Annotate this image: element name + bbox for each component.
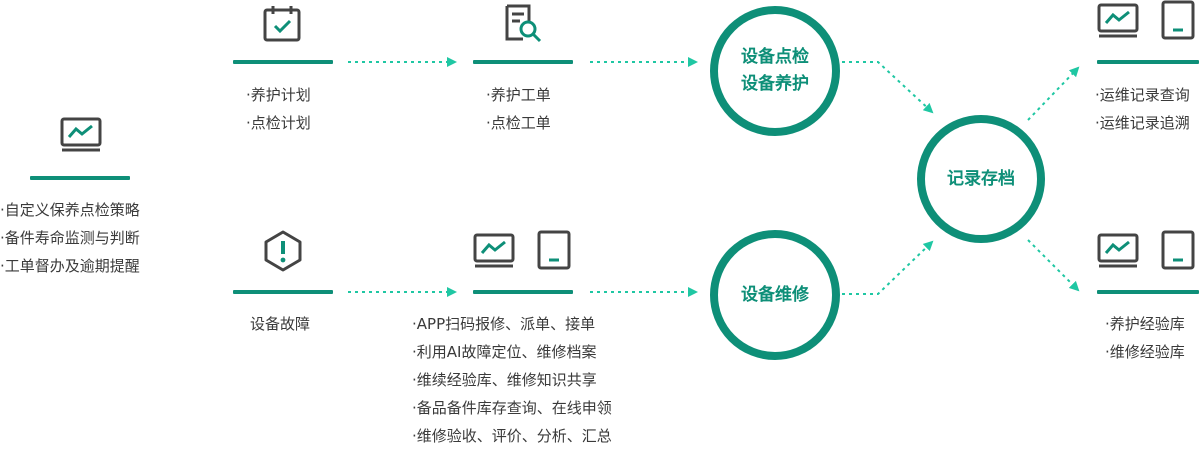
features-divider — [473, 290, 573, 294]
left-feature-item: ·自定义保养点检策略 — [0, 201, 140, 219]
tablet-icon — [1161, 230, 1195, 274]
records-item: ·运维记录追溯 — [1095, 114, 1190, 132]
inspection-maintenance-circle: 设备点检 设备养护 — [710, 6, 840, 136]
circle-label: 设备点检 — [741, 47, 809, 67]
experience-divider — [1097, 290, 1199, 294]
tablet-icon — [537, 230, 571, 274]
monitor-chart-icon — [1097, 3, 1139, 43]
repair-feature-list: ·APP扫码报修、派单、接单 ·利用AI故障定位、维修档案 ·维续经验库、维修知… — [412, 310, 612, 450]
document-search-icon — [503, 3, 543, 47]
order-list: ·养护工单 ·点检工单 — [486, 81, 551, 137]
monitor-chart-icon — [473, 233, 515, 273]
repair-feature-item: ·APP扫码报修、派单、接单 — [412, 315, 596, 333]
tablet-icon — [1161, 0, 1195, 44]
repair-feature-item: ·维修验收、评价、分析、汇总 — [412, 427, 612, 445]
plan-list: ·养护计划 ·点检计划 — [246, 81, 311, 137]
arrow-archive-to-experience — [1027, 239, 1080, 292]
plan-item: ·点检计划 — [246, 114, 311, 132]
arrow-archive-to-records — [1027, 66, 1080, 121]
experience-list: ·养护经验库 ·维修经验库 — [1105, 310, 1185, 366]
monitor-chart-icon — [1097, 233, 1139, 273]
left-feature-item: ·备件寿命监测与判断 — [0, 229, 140, 247]
alert-hexagon-icon — [262, 229, 304, 277]
left-divider — [30, 176, 130, 180]
records-list: ·运维记录查询 ·运维记录追溯 — [1095, 81, 1190, 137]
records-divider — [1097, 60, 1199, 64]
calendar-check-icon — [262, 4, 302, 46]
circle-label: 设备维修 — [741, 284, 809, 305]
arrow-repair-to-archive — [842, 240, 934, 295]
archive-circle: 记录存档 — [917, 115, 1045, 243]
repair-feature-item: ·利用AI故障定位、维修档案 — [412, 343, 597, 361]
circle-label: 设备养护 — [741, 74, 809, 94]
fault-label: 设备故障 — [250, 315, 311, 333]
left-feature-item: ·工单督办及逾期提醒 — [0, 257, 140, 275]
plan-item: ·养护计划 — [246, 86, 311, 104]
repair-circle: 设备维修 — [710, 230, 840, 360]
experience-item: ·养护经验库 — [1105, 315, 1185, 333]
monitor-chart-icon — [60, 117, 102, 157]
experience-item: ·维修经验库 — [1105, 343, 1185, 361]
repair-feature-item: ·备品备件库存查询、在线申领 — [412, 399, 612, 417]
records-item: ·运维记录查询 — [1095, 86, 1190, 104]
arrow-inspection-to-archive — [842, 61, 934, 114]
fault-divider — [233, 290, 333, 294]
order-item: ·点检工单 — [486, 114, 551, 132]
circle-label: 记录存档 — [947, 168, 1015, 189]
left-feature-list: ·自定义保养点检策略 ·备件寿命监测与判断 ·工单督办及逾期提醒 — [0, 196, 140, 280]
order-item: ·养护工单 — [486, 86, 551, 104]
repair-feature-item: ·维续经验库、维修知识共享 — [412, 371, 597, 389]
order-divider — [473, 60, 573, 64]
plan-divider — [233, 60, 333, 64]
